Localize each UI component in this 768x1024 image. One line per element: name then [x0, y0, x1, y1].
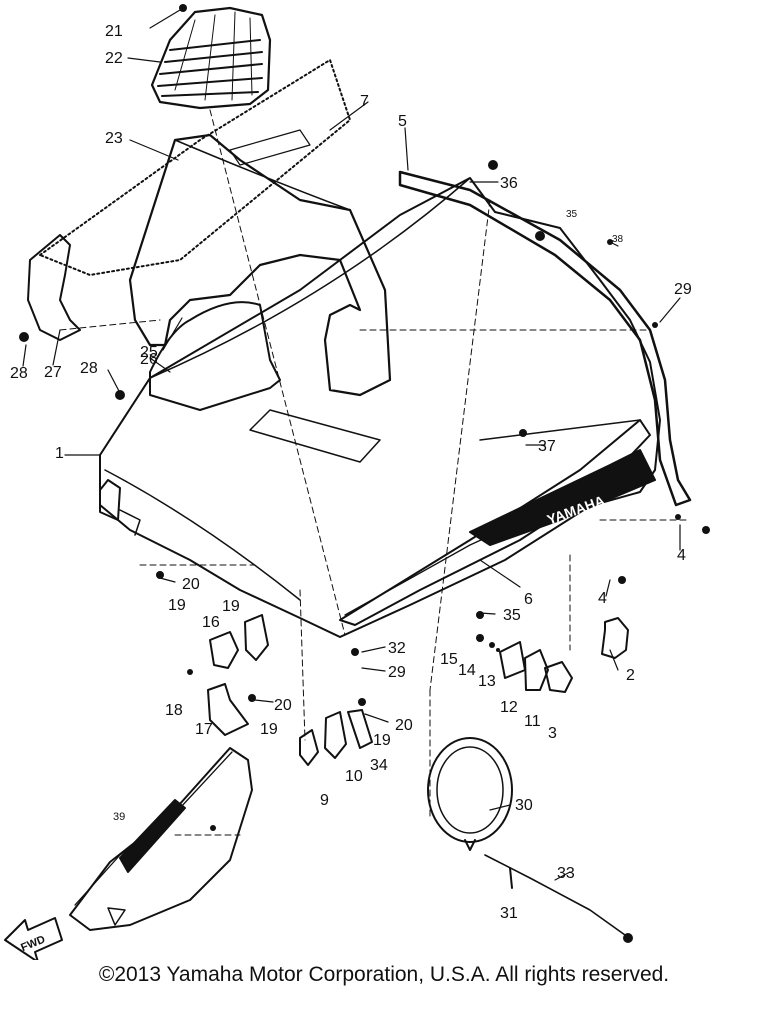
cable-32	[484, 854, 626, 936]
model-badge-panel	[119, 799, 186, 873]
callout-12: 15	[440, 651, 458, 668]
headlight-ring	[427, 737, 513, 851]
callout-22: 21	[105, 23, 123, 40]
callout-labels: 21 22 23 7 5 36 35 38 29 37 1 25 26 27 2…	[10, 23, 692, 922]
latch-bracket-3	[544, 661, 573, 693]
cable-clip-33	[509, 867, 513, 889]
hinge-bracket-2	[601, 617, 629, 659]
callout-23: 23	[105, 130, 123, 147]
callout-4-right: 4	[677, 547, 686, 564]
vent-grille	[150, 6, 272, 110]
windshield	[128, 133, 392, 397]
callout-28-left: 28	[10, 365, 28, 382]
yamaha-decal-panel	[469, 449, 656, 546]
callout-13: 16	[202, 614, 220, 631]
callout-33: 31	[500, 905, 518, 922]
fasteners	[19, 4, 710, 831]
callout-34: 34	[370, 757, 388, 774]
callout-4: 4	[598, 590, 607, 607]
callout-20-mid: 20	[395, 717, 413, 734]
callout-19: 19	[260, 721, 278, 738]
guide-lines	[59, 109, 691, 836]
copyright-notice: ©2013 Yamaha Motor Corporation, U.S.A. A…	[98, 963, 670, 986]
callout-38: 38	[612, 234, 624, 245]
bracket-18	[324, 711, 347, 759]
plate-9	[499, 641, 526, 679]
callout-28: 28	[80, 360, 98, 377]
callout-29: 29	[388, 664, 406, 681]
callout-1: 1	[55, 445, 64, 462]
callout-19-left: 19	[168, 597, 186, 614]
lower-side-panel	[69, 747, 253, 931]
callout-2: 2	[626, 667, 635, 684]
callout-25: 25	[140, 344, 158, 361]
side-stripe	[339, 419, 656, 626]
callout-29-right: 29	[674, 281, 692, 298]
side-visor	[27, 234, 81, 341]
callout-10: 13	[478, 673, 496, 690]
callout-6: 6	[524, 591, 533, 608]
callout-37: 37	[538, 438, 556, 455]
callout-35-top: 35	[566, 209, 578, 220]
hood-shell	[99, 177, 661, 638]
windshield-frame	[149, 301, 281, 411]
callout-15: 18	[165, 702, 183, 719]
callout-36: 36	[500, 175, 518, 192]
callout-27: 27	[44, 364, 62, 381]
bracket-16	[244, 614, 269, 661]
callout-32: 33	[557, 865, 575, 882]
callout-3: 3	[548, 725, 557, 742]
callout-21: 22	[105, 50, 123, 67]
callout-5: 5	[398, 113, 407, 130]
callout-39: 39	[113, 811, 125, 823]
fwd-arrow-text: FWD	[19, 934, 47, 955]
parts-diagram: YAMAHA SP 396 FWD 21 22 23 7 5 36 35 38 …	[4, 4, 710, 960]
windshield-decal	[39, 59, 351, 276]
bracket-17	[299, 729, 319, 766]
callout-17: 9	[320, 792, 329, 809]
callout-7: 7	[360, 93, 369, 110]
callout-8: 11	[524, 713, 541, 730]
callout-19-mid: 19	[373, 732, 391, 749]
callout-26: 26	[140, 351, 158, 368]
callout-14: 17	[195, 721, 213, 738]
fwd-arrow	[4, 917, 63, 960]
callout-11: 14	[458, 662, 476, 679]
plate-8	[524, 649, 549, 691]
callout-35: 35	[503, 607, 521, 624]
callout-30: 30	[515, 797, 533, 814]
trim-strip	[398, 170, 692, 507]
callout-31: 32	[388, 640, 406, 657]
callout-20-left: 20	[182, 576, 200, 593]
leader-lines	[22, 9, 681, 881]
callout-18: 10	[345, 768, 363, 785]
bracket-34	[347, 709, 373, 749]
callout-16: 19	[222, 598, 240, 615]
callout-9: 12	[500, 699, 518, 716]
callout-20: 20	[274, 697, 292, 714]
hinge-13	[209, 631, 239, 669]
hinge-14	[207, 683, 249, 736]
